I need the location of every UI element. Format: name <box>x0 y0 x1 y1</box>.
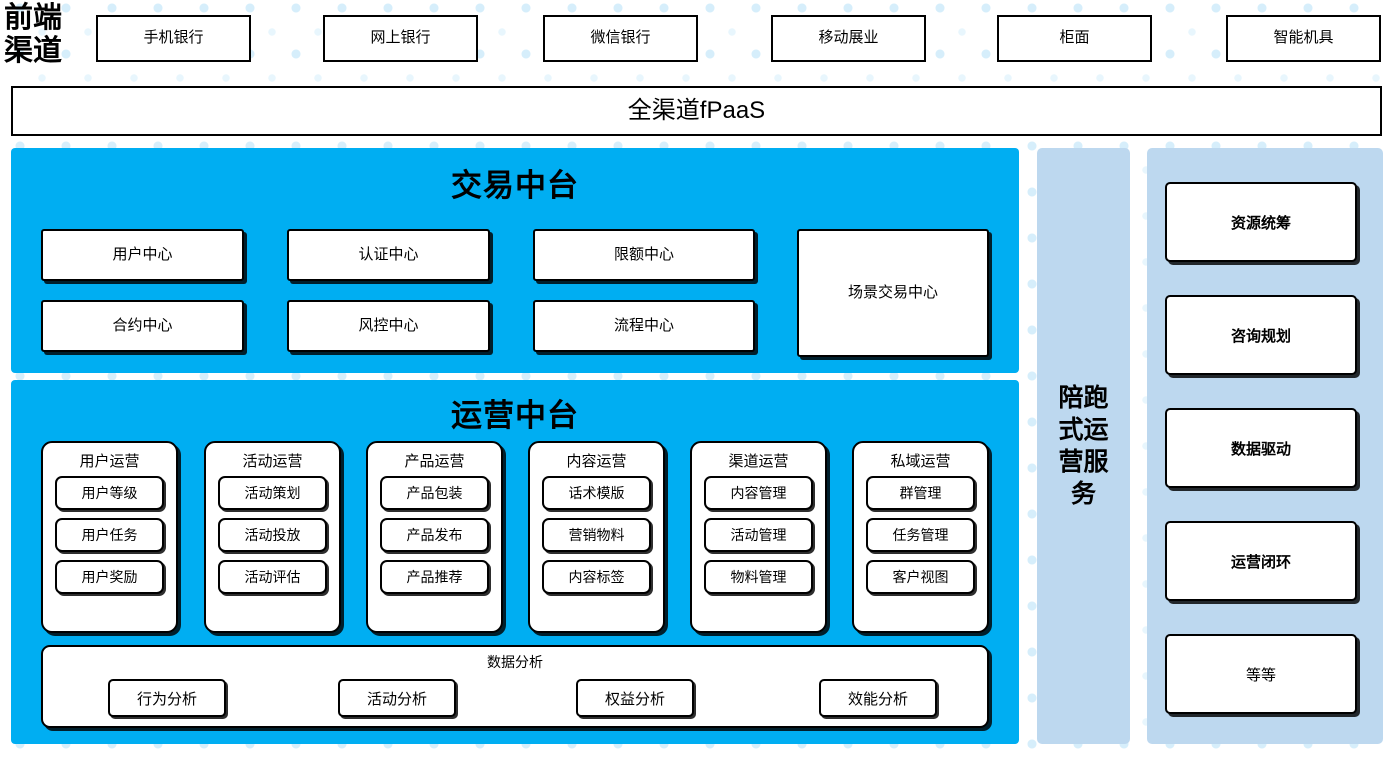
trade-center-label: 合约中心 <box>112 316 173 334</box>
ops-column-title: 产品运营 <box>404 453 465 470</box>
omnichannel-fpaas-bar[interactable]: 全渠道fPaaS <box>11 86 1382 136</box>
pillar-consulting-planning[interactable]: 咨询规划 <box>1165 295 1357 375</box>
trade-center-label: 场景交易中心 <box>847 283 938 301</box>
ops-item[interactable]: 用户等级 <box>55 476 164 510</box>
frontend-channel-label-line1: 前端 <box>4 2 63 34</box>
channel-label: 手机银行 <box>143 29 204 47</box>
ops-item[interactable]: 产品包装 <box>380 476 489 510</box>
data-analysis-item-behavior[interactable]: 行为分析 <box>108 679 226 717</box>
channel-label: 移动展业 <box>818 29 879 47</box>
trade-center-process[interactable]: 流程中心 <box>533 300 755 352</box>
trade-center-label: 风控中心 <box>358 316 419 334</box>
trade-center-label: 限额中心 <box>613 245 674 263</box>
ops-item[interactable]: 任务管理 <box>866 518 975 552</box>
channel-box-wechat-bank[interactable]: 微信银行 <box>543 15 698 62</box>
data-analysis-title: 数据分析 <box>487 654 543 670</box>
trade-center-limit[interactable]: 限额中心 <box>533 229 755 281</box>
trade-center-riskcontrol[interactable]: 风控中心 <box>287 300 490 352</box>
frontend-channel-label-line2: 渠道 <box>4 35 63 67</box>
channel-label: 柜面 <box>1059 29 1090 47</box>
ops-column-campaign-operations[interactable]: 活动运营 活动策划 活动投放 活动评估 <box>204 441 341 633</box>
service-column-label-line3: 营服 <box>1058 448 1109 476</box>
ops-item[interactable]: 产品发布 <box>380 518 489 552</box>
pillar-resource-coordination[interactable]: 资源统筹 <box>1165 182 1357 262</box>
data-analysis-band: 数据分析 行为分析 活动分析 权益分析 效能分析 <box>41 645 989 728</box>
accompanying-operation-service-column: 陪跑 式运 营服 务 <box>1037 148 1130 744</box>
ops-column-user-operations[interactable]: 用户运营 用户等级 用户任务 用户奖励 <box>41 441 178 633</box>
ops-column-channel-operations[interactable]: 渠道运营 内容管理 活动管理 物料管理 <box>690 441 827 633</box>
ops-column-title: 渠道运营 <box>728 453 789 470</box>
ops-item[interactable]: 活动管理 <box>704 518 813 552</box>
channel-box-smart-machine[interactable]: 智能机具 <box>1226 15 1381 62</box>
ops-item[interactable]: 活动投放 <box>218 518 327 552</box>
channel-box-mobile-marketing[interactable]: 移动展业 <box>771 15 926 62</box>
pillar-operation-closed-loop[interactable]: 运营闭环 <box>1165 521 1357 601</box>
trade-center-label: 认证中心 <box>358 245 419 263</box>
service-column-label: 陪跑 式运 营服 务 <box>1054 382 1114 510</box>
ops-item[interactable]: 话术模版 <box>542 476 651 510</box>
data-analysis-item-benefit[interactable]: 权益分析 <box>576 679 694 717</box>
trade-center-user[interactable]: 用户中心 <box>41 229 244 281</box>
ops-item[interactable]: 群管理 <box>866 476 975 510</box>
trade-center-label: 流程中心 <box>613 316 674 334</box>
frontend-channel-label: 前端 渠道 <box>4 2 90 68</box>
ops-column-product-operations[interactable]: 产品运营 产品包装 产品发布 产品推荐 <box>366 441 503 633</box>
ops-column-private-domain-operations[interactable]: 私域运营 群管理 任务管理 客户视图 <box>852 441 989 633</box>
trade-center-scene-transaction[interactable]: 场景交易中心 <box>797 229 989 357</box>
ops-item[interactable]: 营销物料 <box>542 518 651 552</box>
data-analysis-item-efficiency[interactable]: 效能分析 <box>819 679 937 717</box>
data-analysis-item-campaign[interactable]: 活动分析 <box>338 679 456 717</box>
service-column-label-line4: 务 <box>1070 480 1096 508</box>
pillar-etcetera[interactable]: 等等 <box>1165 634 1357 714</box>
ops-item[interactable]: 客户视图 <box>866 560 975 594</box>
ops-item[interactable]: 用户任务 <box>55 518 164 552</box>
trade-center-contract[interactable]: 合约中心 <box>41 300 244 352</box>
ops-column-title: 用户运营 <box>79 453 140 470</box>
service-column-label-line2: 式运 <box>1058 416 1109 444</box>
ops-column-title: 私域运营 <box>890 453 951 470</box>
ops-item[interactable]: 内容标签 <box>542 560 651 594</box>
ops-column-title: 内容运营 <box>566 453 627 470</box>
ops-item[interactable]: 用户奖励 <box>55 560 164 594</box>
ops-item[interactable]: 活动策划 <box>218 476 327 510</box>
service-column-label-line1: 陪跑 <box>1058 384 1109 412</box>
channel-label: 智能机具 <box>1273 29 1334 47</box>
ops-item[interactable]: 内容管理 <box>704 476 813 510</box>
trade-center-auth[interactable]: 认证中心 <box>287 229 490 281</box>
trade-center-label: 用户中心 <box>112 245 173 263</box>
channel-label: 网上银行 <box>370 29 431 47</box>
pillar-data-driven[interactable]: 数据驱动 <box>1165 408 1357 488</box>
service-pillars-column: 资源统筹 咨询规划 数据驱动 运营闭环 等等 <box>1147 148 1383 744</box>
ops-column-title: 活动运营 <box>242 453 303 470</box>
channel-label: 微信银行 <box>590 29 651 47</box>
operations-platform-title: 运营中台 <box>451 398 579 433</box>
channel-box-online-bank[interactable]: 网上银行 <box>323 15 478 62</box>
channel-box-mobile-bank[interactable]: 手机银行 <box>96 15 251 62</box>
fpaas-label: 全渠道fPaaS <box>627 97 766 124</box>
ops-item[interactable]: 活动评估 <box>218 560 327 594</box>
ops-item[interactable]: 产品推荐 <box>380 560 489 594</box>
channel-box-counter[interactable]: 柜面 <box>997 15 1152 62</box>
trade-platform-title: 交易中台 <box>451 168 579 203</box>
ops-column-content-operations[interactable]: 内容运营 话术模版 营销物料 内容标签 <box>528 441 665 633</box>
ops-item[interactable]: 物料管理 <box>704 560 813 594</box>
